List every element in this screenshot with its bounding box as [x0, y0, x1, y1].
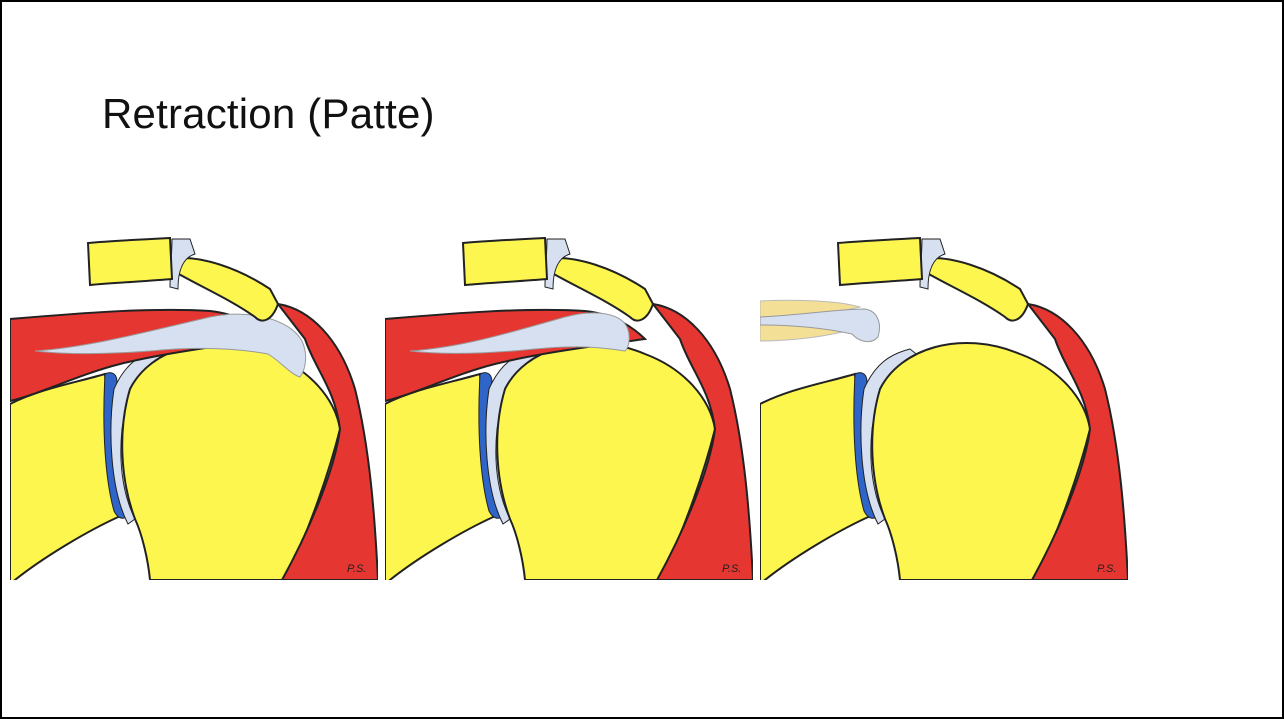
artist-signature: P.S.: [722, 563, 741, 575]
artist-signature: P.S.: [347, 563, 366, 575]
shoulder-illustration-1: P.S.: [10, 229, 378, 580]
clavicle: [463, 238, 547, 285]
artist-signature: P.S.: [1097, 563, 1116, 575]
shoulder-illustration-2: P.S.: [385, 229, 753, 580]
slide-title: Retraction (Patte): [102, 90, 435, 138]
acromion: [920, 258, 1028, 320]
clavicle: [88, 238, 172, 285]
clavicle: [838, 238, 922, 285]
shoulder-illustration-3: P.S.: [760, 229, 1128, 580]
